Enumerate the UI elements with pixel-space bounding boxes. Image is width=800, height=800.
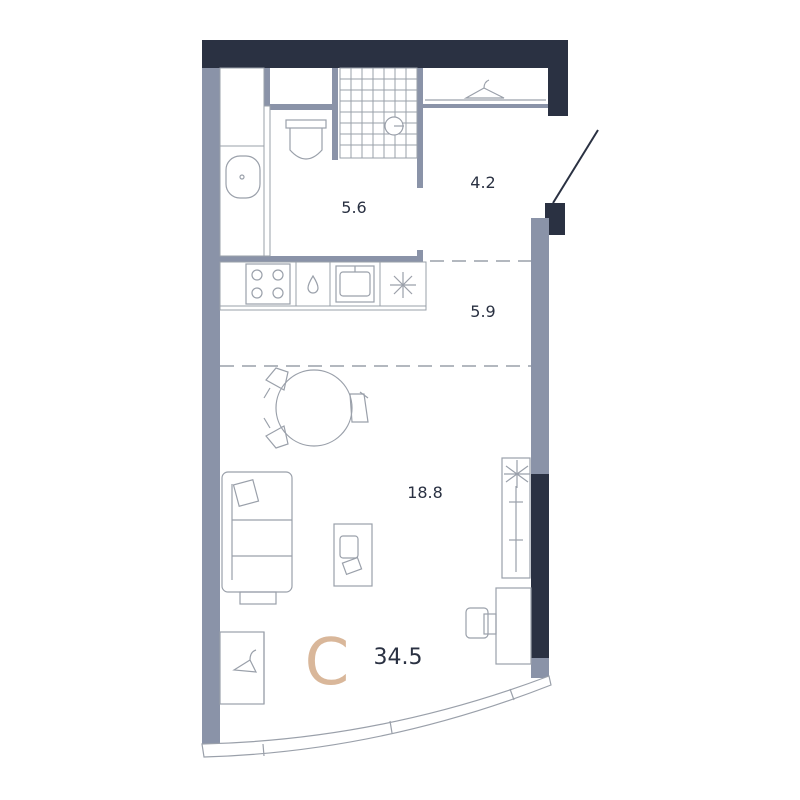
bathroom-fixtures — [219, 67, 418, 257]
entrance-door — [552, 129, 599, 204]
snowflake-icon — [390, 272, 416, 298]
bathroom-area-label: 5.6 — [341, 198, 366, 217]
closet-wall-v — [264, 68, 270, 106]
tv-stand-icon — [501, 457, 531, 579]
left-wall — [202, 68, 220, 744]
left-wall-top-dark — [202, 40, 220, 68]
sink-icon — [225, 155, 261, 199]
walls — [201, 40, 599, 758]
shower-wall-left — [332, 68, 338, 160]
sofa-icon — [221, 471, 293, 605]
top-wall — [202, 40, 568, 68]
sink-partition — [263, 105, 271, 257]
window-mullion — [509, 688, 515, 701]
kitchen-sink-icon — [335, 265, 375, 303]
kitchen-area-label: 5.9 — [470, 302, 495, 321]
water-drop-icon — [307, 274, 319, 294]
kitchen-fixtures — [219, 261, 427, 311]
total-area-label: 34.5 — [374, 645, 423, 670]
dining-table-icon — [263, 367, 369, 449]
desk-chair-icon — [465, 587, 532, 665]
bathroom-wall-right — [417, 68, 423, 188]
bathroom-wall-bottom — [220, 256, 423, 262]
window-mullion — [389, 720, 393, 734]
stove-icon — [245, 263, 291, 305]
wardrobe-icon — [219, 631, 265, 705]
shower-icon — [339, 67, 418, 159]
toilet-icon — [285, 119, 327, 160]
washbasin-counter — [219, 145, 265, 257]
window-mullion — [262, 743, 265, 757]
closet-wall-h — [264, 104, 336, 110]
hanger-icon — [425, 79, 546, 101]
right-wall-bottom — [531, 658, 549, 678]
kitchen-feet — [219, 305, 427, 311]
unit-type-label: С — [305, 626, 350, 700]
bathroom-cabinet — [219, 67, 265, 147]
top-right-wall — [548, 40, 568, 116]
living-area-label: 18.8 — [407, 483, 443, 502]
hall-fixtures — [425, 79, 546, 101]
right-pillar — [545, 203, 565, 235]
bottom-curved-window — [201, 675, 552, 758]
right-wall-dark — [531, 474, 549, 658]
hall-area-label: 4.2 — [470, 173, 495, 192]
closet-right-wall — [423, 104, 548, 108]
coffee-table-icon — [333, 523, 373, 587]
kitchen-counter — [219, 261, 427, 307]
right-window-wall — [531, 218, 549, 474]
